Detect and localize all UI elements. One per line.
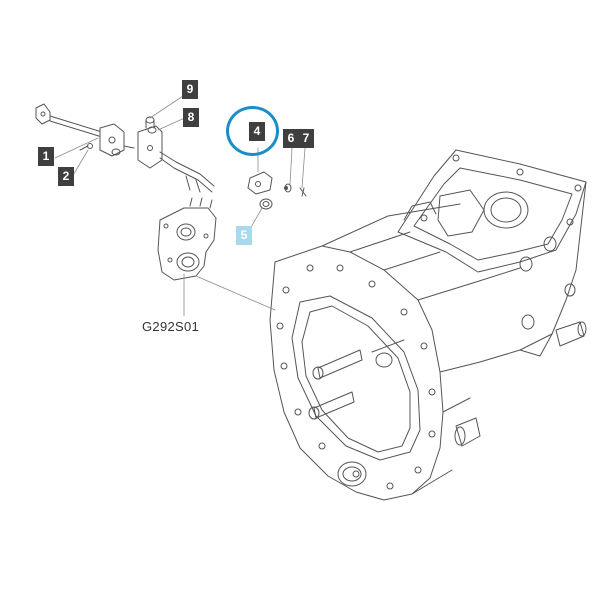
callout-2[interactable]: 2 <box>58 167 74 186</box>
transmission-housing <box>269 149 587 501</box>
callout-6[interactable]: 6 <box>283 129 299 148</box>
reference-code-label: G292S01 <box>142 319 200 334</box>
callout-9[interactable]: 9 <box>182 80 198 99</box>
callout-1[interactable]: 1 <box>38 147 54 166</box>
callout-5[interactable]: 5 <box>236 226 252 245</box>
callout-4[interactable]: 4 <box>249 122 265 141</box>
callout-7[interactable]: 7 <box>298 129 314 148</box>
small-hardware <box>247 171 307 210</box>
shift-linkage <box>35 103 215 193</box>
callout-8[interactable]: 8 <box>183 108 199 127</box>
shift-cover-plate <box>157 197 217 281</box>
